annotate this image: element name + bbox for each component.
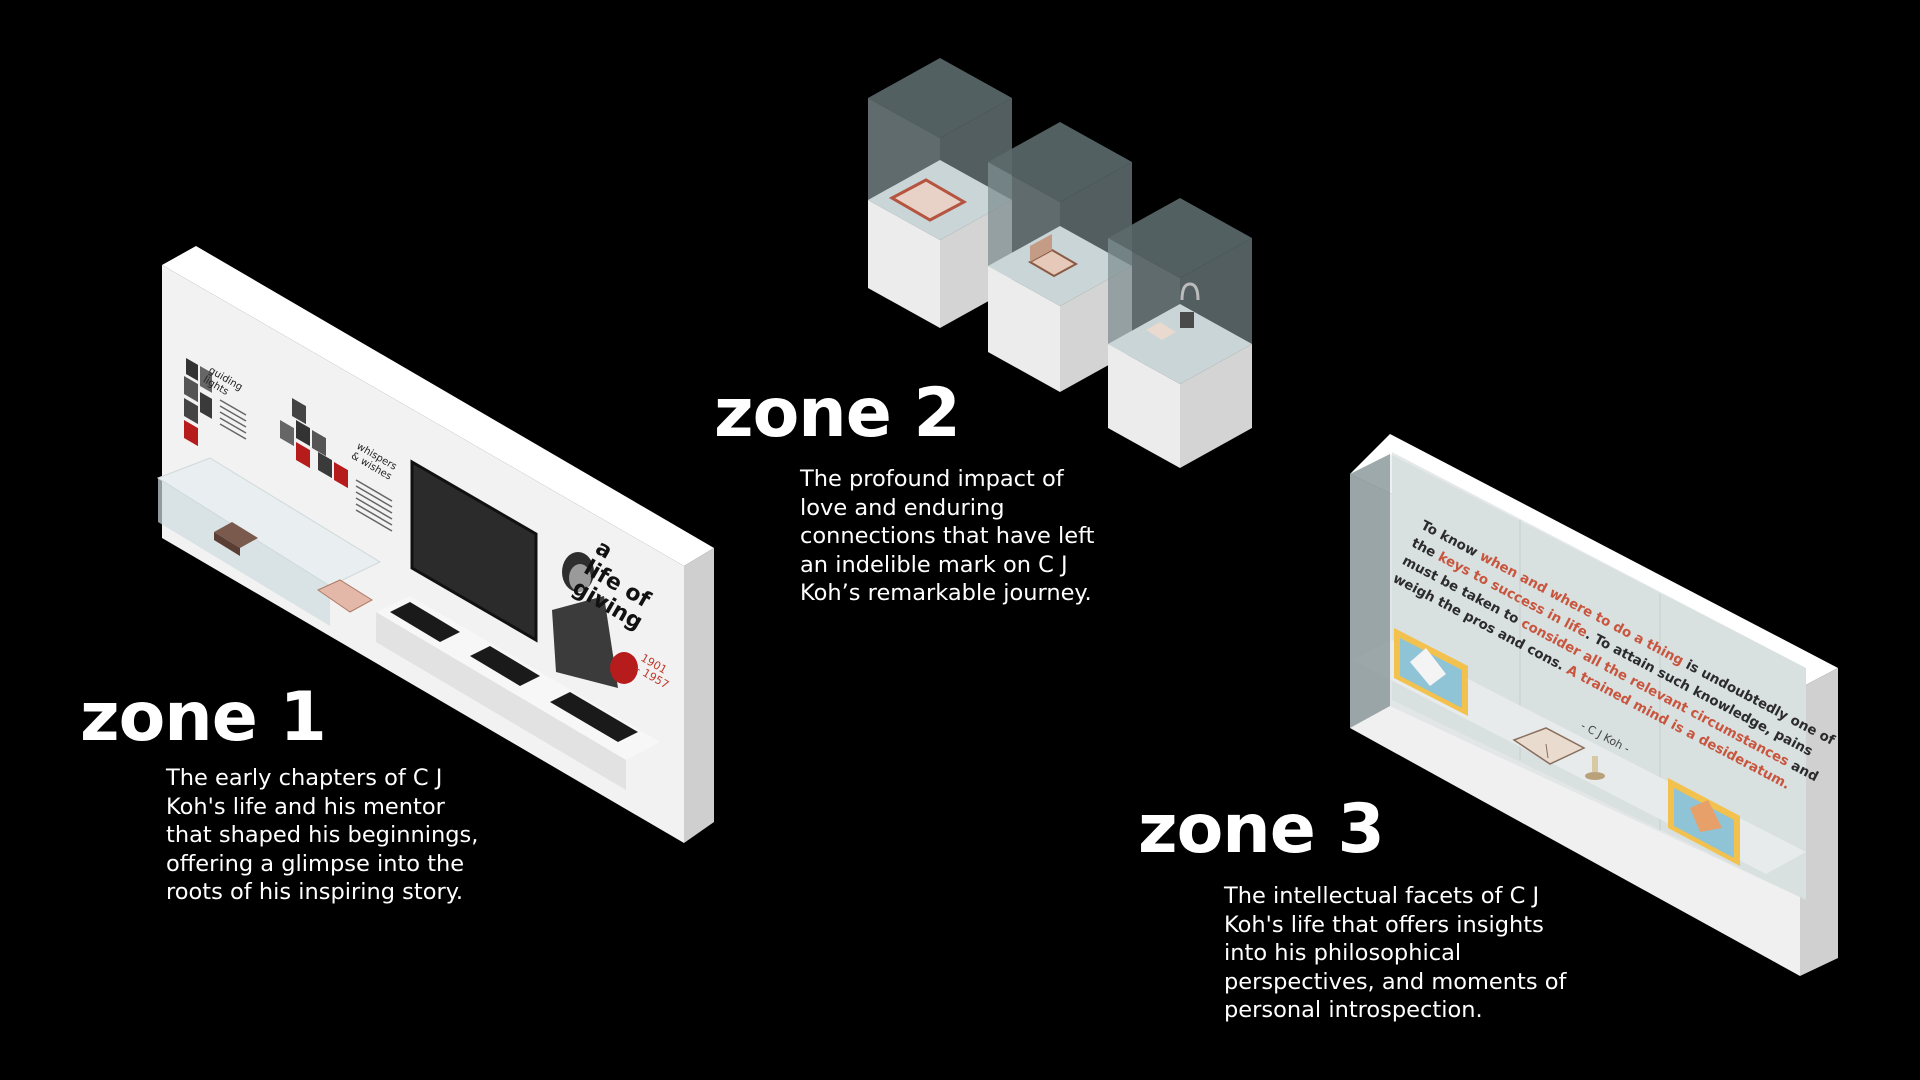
framed-landscape-2 <box>1668 778 1740 866</box>
display-case-3 <box>1108 198 1252 468</box>
red-seal-icon <box>610 652 638 684</box>
wall1-shelf-glass <box>158 478 330 626</box>
small-card-artifact <box>1146 322 1176 340</box>
candle-icon <box>1585 756 1605 780</box>
photo-collage-2 <box>280 397 348 489</box>
framed-document-artifact <box>888 178 968 222</box>
bench-cushion-2 <box>470 646 540 686</box>
tv-screen <box>410 459 538 643</box>
bench-front <box>376 612 626 790</box>
wall3-glass-front <box>1350 454 1390 728</box>
framed-landscape-1 <box>1394 628 1468 716</box>
open-book-artifact <box>1512 727 1586 765</box>
zone-1-description: The early chapters of C J Koh's life and… <box>166 765 479 905</box>
wall3-glass-panel <box>1390 454 1806 900</box>
bench-cushion-1 <box>390 602 460 642</box>
panel1-body-text <box>219 399 247 440</box>
wall3-alcove <box>1392 452 1806 900</box>
photo-collage-1 <box>184 358 212 447</box>
zone-1-title: zone 1 <box>80 678 327 757</box>
zone-2-description: The profound impact of love and enduring… <box>800 466 1095 606</box>
portrait-image <box>552 552 618 688</box>
wall3-side-face <box>1800 668 1838 976</box>
book-stack-side <box>214 532 240 556</box>
lock-artifact-icon <box>1180 282 1200 328</box>
wall1-top-face <box>162 246 714 566</box>
wall1-side-face <box>684 548 714 843</box>
zone-3-title: zone 3 <box>1138 790 1385 869</box>
document-tray <box>316 579 373 613</box>
zone-2-title: zone 2 <box>714 374 961 453</box>
book-stack <box>214 522 258 548</box>
bench-cushion-3 <box>550 692 638 742</box>
zone-3-description: The intellectual facets of C J Koh's lif… <box>1224 883 1567 1023</box>
years-label: 1901 – 1957 <box>633 651 678 691</box>
panel2-body-text <box>355 479 393 532</box>
